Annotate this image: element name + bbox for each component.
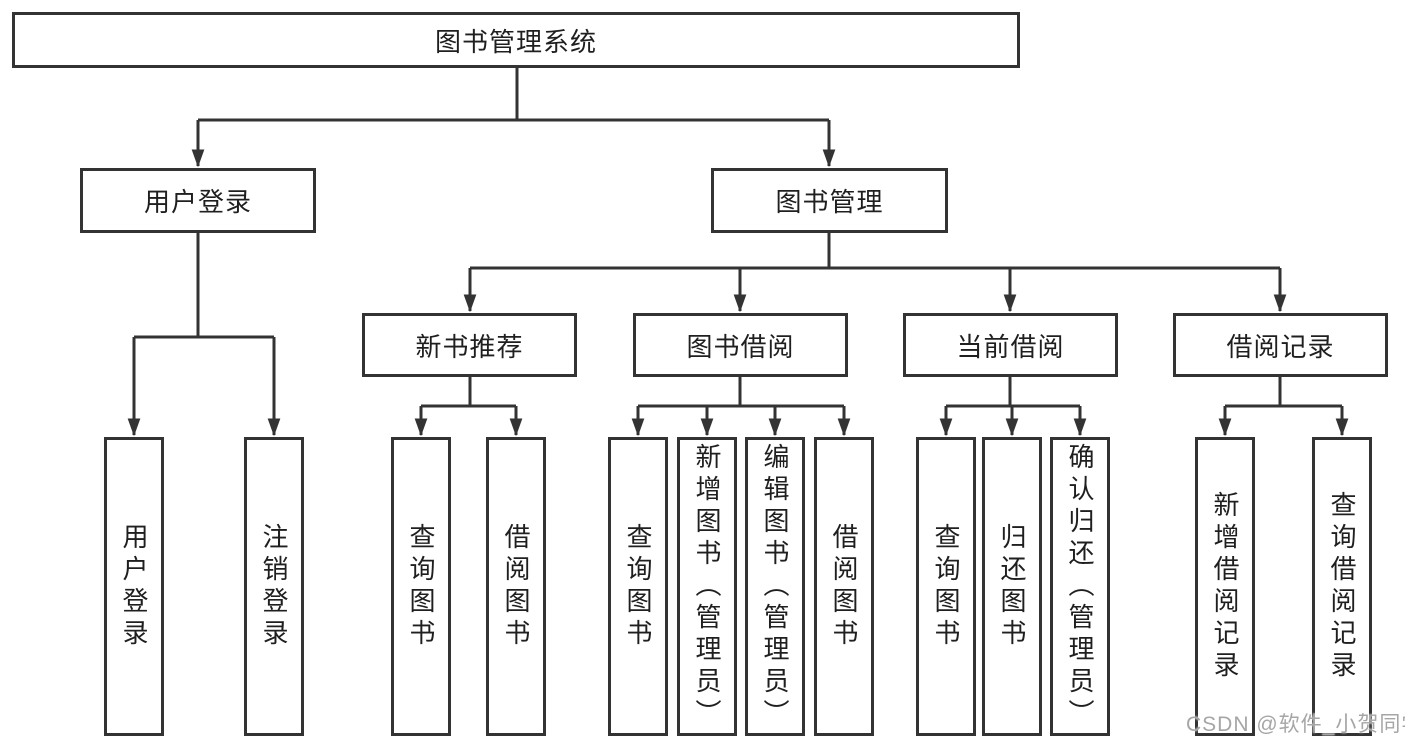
- leaf-user-login: 用户登录: [104, 437, 164, 736]
- leaf-query-borrow-record: 查询借阅记录: [1312, 437, 1372, 736]
- node-user-login: 用户登录: [80, 168, 316, 233]
- leaf-query-books-current: 查询图书: [916, 437, 976, 736]
- node-label: 查询借阅记录: [1327, 490, 1357, 683]
- node-book-management: 图书管理: [711, 168, 948, 233]
- leaf-logout: 注销登录: [244, 437, 304, 736]
- node-book-borrowing: 图书借阅: [633, 313, 848, 377]
- node-label: 确认归还（管理员）: [1065, 442, 1095, 731]
- node-current-borrowing: 当前借阅: [903, 313, 1118, 377]
- node-label: 借阅图书: [829, 522, 859, 651]
- node-label: 当前借阅: [956, 331, 1065, 362]
- csdn-watermark: CSDN @软件_小贺同学: [1186, 713, 1405, 736]
- node-label: 查询图书: [406, 522, 436, 651]
- node-label: 编辑图书（管理员）: [760, 442, 790, 731]
- node-borrowing-records: 借阅记录: [1173, 313, 1388, 377]
- node-label: 新增图书（管理员）: [692, 442, 722, 731]
- leaf-query-books-borrowing: 查询图书: [608, 437, 668, 736]
- leaf-edit-books-admin: 编辑图书（管理员）: [745, 437, 805, 736]
- node-label: 查询图书: [931, 522, 961, 651]
- node-label: 注销登录: [259, 522, 289, 651]
- node-root-system: 图书管理系统: [12, 12, 1020, 68]
- node-label: 新书推荐: [415, 331, 524, 362]
- leaf-add-borrow-record: 新增借阅记录: [1195, 437, 1255, 736]
- node-new-book-recommend: 新书推荐: [362, 313, 577, 377]
- leaf-return-books: 归还图书: [982, 437, 1042, 736]
- node-label: 图书管理系统: [434, 26, 597, 57]
- node-label: 借阅图书: [501, 522, 531, 651]
- leaf-borrow-books: 借阅图书: [814, 437, 874, 736]
- leaf-query-books-recommend: 查询图书: [391, 437, 451, 736]
- node-label: 图书管理: [775, 187, 884, 217]
- node-label: 查询图书: [623, 522, 653, 651]
- node-label: 归还图书: [997, 522, 1027, 651]
- node-label: 用户登录: [143, 187, 252, 217]
- leaf-borrow-books-recommend: 借阅图书: [486, 437, 546, 736]
- node-label: 新增借阅记录: [1210, 490, 1240, 683]
- node-label: 图书借阅: [686, 331, 795, 362]
- leaf-confirm-return-admin: 确认归还（管理员）: [1050, 437, 1110, 736]
- leaf-add-books-admin: 新增图书（管理员）: [677, 437, 737, 736]
- node-label: 用户登录: [119, 522, 149, 651]
- node-label: 借阅记录: [1226, 331, 1335, 362]
